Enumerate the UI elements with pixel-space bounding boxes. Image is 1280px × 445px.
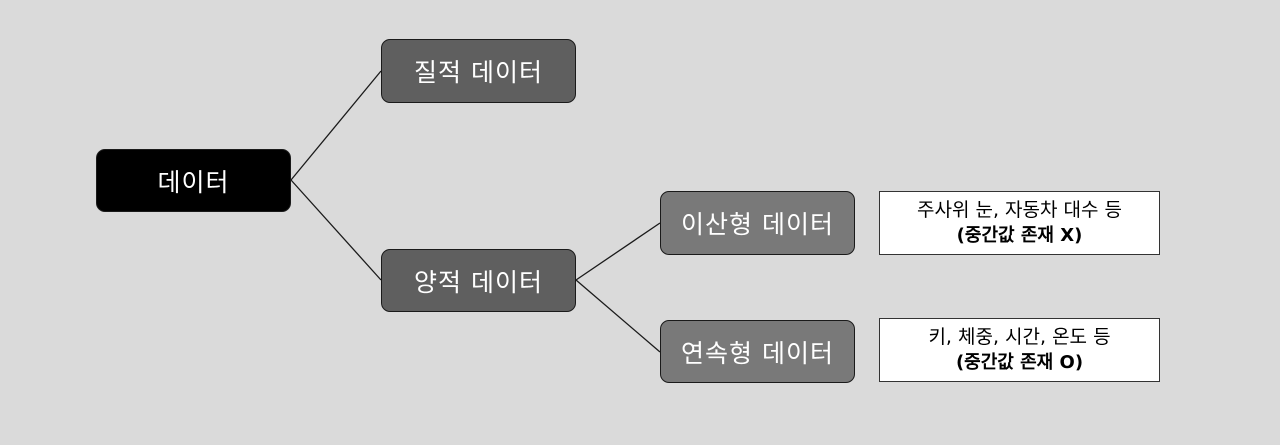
node-qualitative-data: 질적 데이터 [381,39,576,103]
node-continuous-data: 연속형 데이터 [660,320,855,383]
node-quantitative-data-label: 양적 데이터 [414,267,543,297]
node-continuous-data-label: 연속형 데이터 [681,338,834,368]
note-continuous-examples: 키, 체중, 시간, 온도 등 (중간값 존재 O) [879,318,1160,382]
note-discrete-examples: 주사위 눈, 자동차 대수 등 (중간값 존재 X) [879,191,1160,255]
note-discrete-intermediate-text: (중간값 존재 X) [956,225,1083,246]
note-continuous-intermediate-text: (중간값 존재 O) [955,352,1084,373]
connector-root-to-qualitative [290,70,382,181]
node-quantitative-data: 양적 데이터 [381,249,576,312]
node-discrete-data-label: 이산형 데이터 [681,210,834,239]
connector-quantitative-to-continuous [575,279,661,353]
note-discrete-examples-text: 주사위 눈, 자동차 대수 등 [917,199,1122,221]
connector-root-to-quantitative [290,179,382,281]
note-continuous-examples-text: 키, 체중, 시간, 온도 등 [928,326,1111,348]
node-discrete-data: 이산형 데이터 [660,191,855,255]
connector-quantitative-to-discrete [575,222,661,281]
node-data-label: 데이터 [157,167,230,197]
node-data: 데이터 [96,149,291,212]
node-qualitative-data-label: 질적 데이터 [414,58,543,87]
